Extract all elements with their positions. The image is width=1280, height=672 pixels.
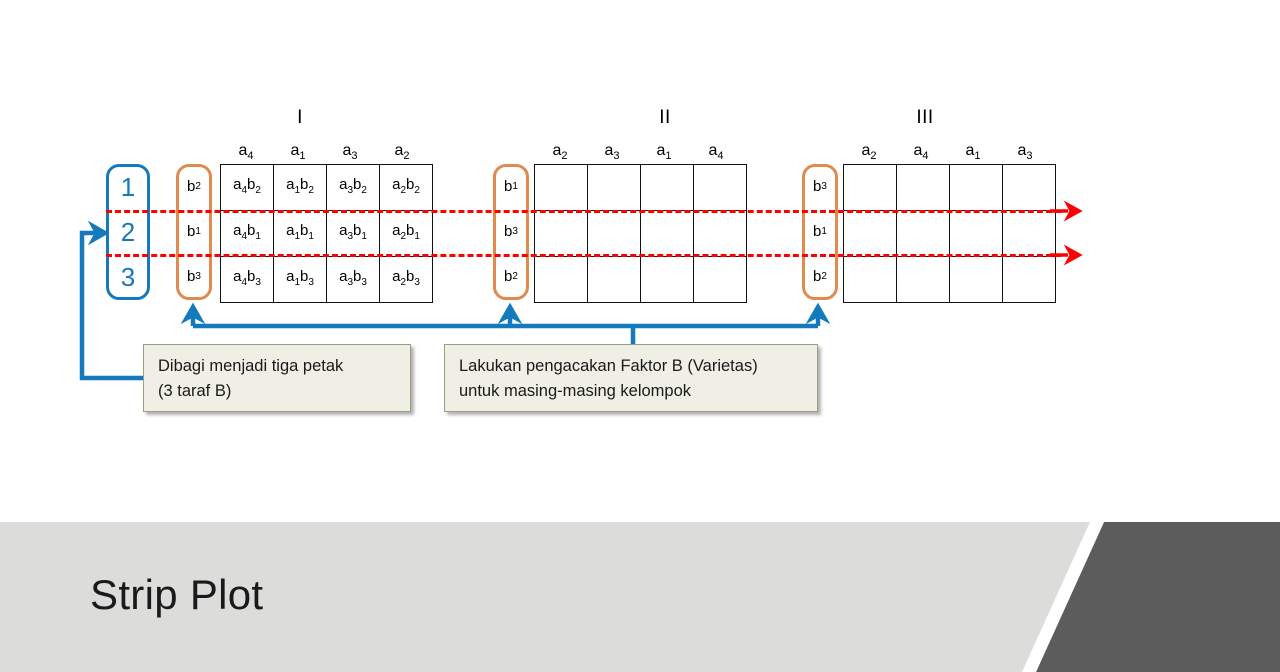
plot-cell — [534, 256, 588, 303]
plot-cell — [896, 164, 950, 211]
column-header: a2 — [861, 142, 877, 163]
plot-grid-block-1: a4b2 a1b2 a3b2 a2b2 a4b1 a1b1 a3b1 a2b1 … — [220, 164, 433, 303]
callout-pengacakan-line-2: untuk masing-masing kelompok — [459, 382, 692, 400]
plot-cell — [949, 164, 1003, 211]
group-number: 2 — [120, 216, 136, 247]
plot-cell — [843, 164, 897, 211]
plot-cell: a3b2 — [326, 164, 380, 211]
table-row: a4b3 a1b3 a3b3 a2b3 — [220, 256, 433, 303]
column-header: a4 — [708, 142, 724, 163]
plot-cell — [693, 256, 747, 303]
column-header: a1 — [965, 142, 981, 163]
table-row — [534, 256, 747, 303]
plot-cell — [949, 256, 1003, 303]
block-title-2: II — [659, 107, 671, 128]
column-header: a1 — [290, 142, 306, 163]
column-header: a2 — [552, 142, 568, 163]
b-label-capsule-block-2 — [493, 164, 529, 300]
plot-cell — [640, 256, 694, 303]
plot-cell — [693, 164, 747, 211]
plot-cell: a4b3 — [220, 256, 274, 303]
column-header: a4 — [913, 142, 929, 163]
strip-line-1 — [106, 210, 1061, 213]
plot-cell — [1002, 164, 1056, 211]
plot-cell: a3b3 — [326, 256, 380, 303]
b-label-capsule-block-1 — [176, 164, 212, 300]
table-row — [534, 164, 747, 211]
page-title: Strip Plot — [90, 571, 264, 618]
slide-title-band: Strip Plot — [0, 522, 1280, 672]
column-header: a2 — [394, 142, 410, 163]
plot-cell — [534, 164, 588, 211]
column-header: a4 — [238, 142, 254, 163]
plot-cell: a3b1 — [326, 210, 380, 257]
plot-cell — [843, 210, 897, 257]
plot-cell: a1b1 — [273, 210, 327, 257]
plot-cell — [640, 164, 694, 211]
callout-pengacakan-line-1: Lakukan pengacakan Faktor B (Varietas) — [459, 357, 758, 375]
plot-cell — [1002, 256, 1056, 303]
plot-cell — [587, 256, 641, 303]
plot-cell — [896, 210, 950, 257]
plot-cell: a4b2 — [220, 164, 274, 211]
block-title-3: III — [916, 107, 934, 128]
column-header: a3 — [604, 142, 620, 163]
plot-grid-block-2 — [534, 164, 747, 303]
plot-cell: a2b3 — [379, 256, 433, 303]
plot-cell: a4b1 — [220, 210, 274, 257]
plot-cell — [640, 210, 694, 257]
table-row: a4b2 a1b2 a3b2 a2b2 — [220, 164, 433, 211]
table-row — [843, 256, 1056, 303]
plot-cell: a2b1 — [379, 210, 433, 257]
plot-cell — [843, 256, 897, 303]
group-number-column: 1 2 3 — [106, 164, 150, 299]
plot-grid-block-3 — [843, 164, 1056, 303]
callout-petak: Dibagi menjadi tiga petak (3 taraf B) — [143, 344, 411, 412]
table-row — [534, 210, 747, 257]
callout-petak-line-1: Dibagi menjadi tiga petak — [158, 357, 344, 375]
group-number: 1 — [120, 171, 136, 202]
column-header: a1 — [656, 142, 672, 163]
plot-cell — [587, 210, 641, 257]
table-row — [843, 210, 1056, 257]
column-header: a3 — [1017, 142, 1033, 163]
plot-cell — [896, 256, 950, 303]
plot-cell: a1b2 — [273, 164, 327, 211]
b-label-capsule-block-3 — [802, 164, 838, 300]
group-number: 3 — [120, 261, 136, 292]
block-title-1: I — [297, 107, 303, 128]
plot-cell: a1b3 — [273, 256, 327, 303]
strip-line-2 — [106, 254, 1061, 257]
callout-petak-line-2: (3 taraf B) — [158, 382, 232, 400]
table-row — [843, 164, 1056, 211]
plot-cell — [534, 210, 588, 257]
table-row: a4b1 a1b1 a3b1 a2b1 — [220, 210, 433, 257]
column-header: a3 — [342, 142, 358, 163]
plot-cell — [587, 164, 641, 211]
plot-cell: a2b2 — [379, 164, 433, 211]
strip-plot-diagram: I II III a4 a1 a3 a2 a2 a3 a1 a4 a2 a4 a… — [79, 107, 1083, 412]
plot-cell — [1002, 210, 1056, 257]
callout-pengacakan: Lakukan pengacakan Faktor B (Varietas) u… — [444, 344, 818, 412]
plot-cell — [949, 210, 1003, 257]
plot-cell — [693, 210, 747, 257]
